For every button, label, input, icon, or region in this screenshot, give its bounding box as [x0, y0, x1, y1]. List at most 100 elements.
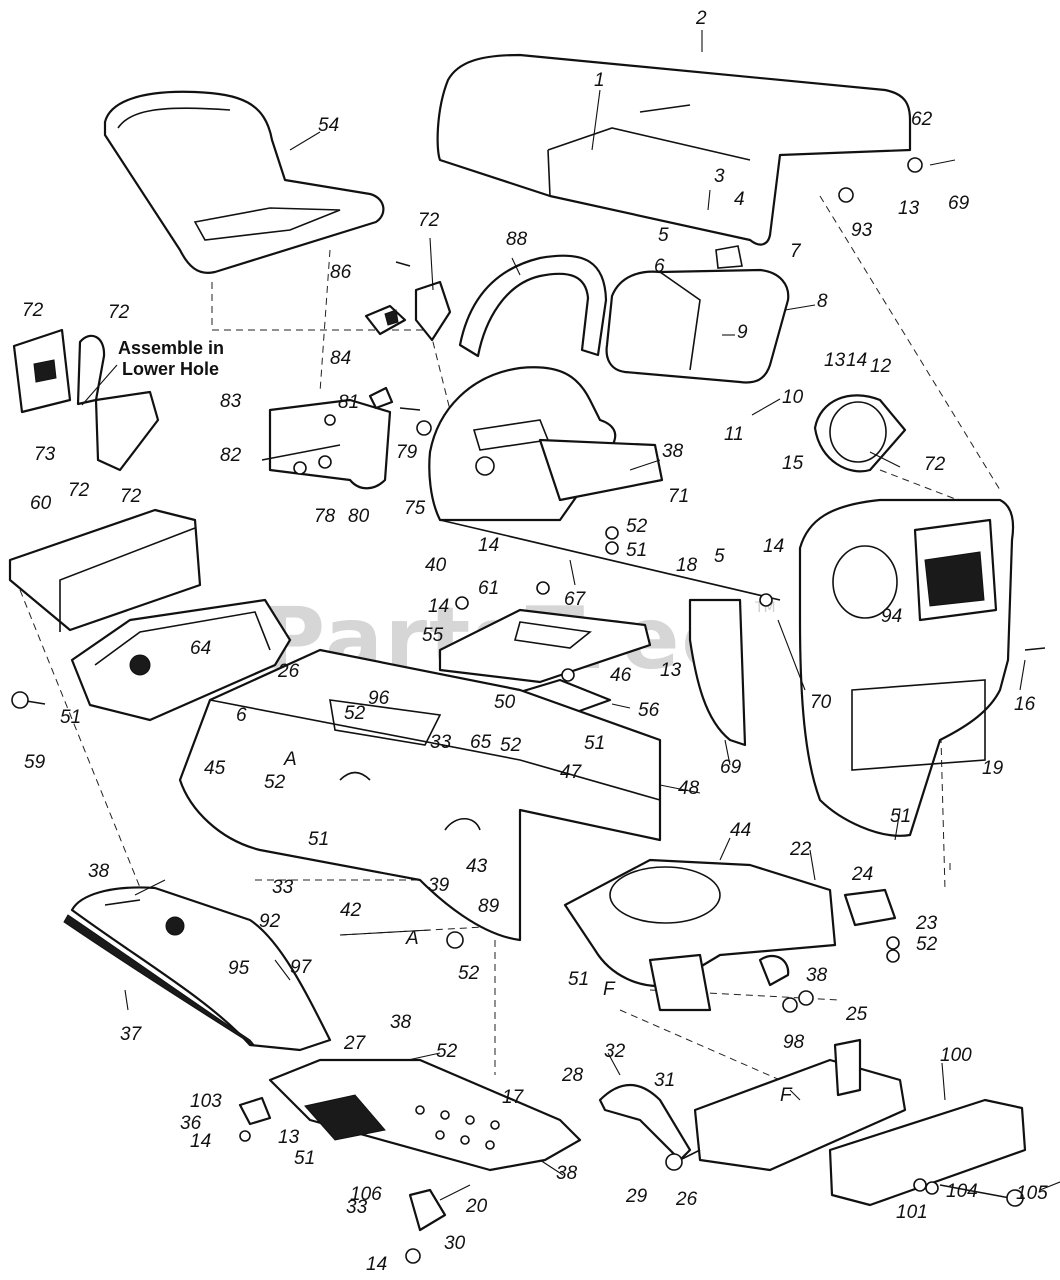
part-label: 27: [343, 1033, 367, 1054]
part-label: 62: [911, 109, 933, 130]
part-label: 30: [444, 1233, 466, 1254]
part-label: 38: [662, 441, 684, 462]
steering-console: [428, 254, 664, 522]
assembly-note-line-2: Lower Hole: [122, 359, 219, 379]
part-label: 38: [556, 1163, 578, 1184]
part-label: 106: [350, 1184, 382, 1205]
part-label: 5: [714, 546, 725, 567]
part-label: 61: [478, 578, 499, 599]
part-label: 19: [982, 758, 1004, 779]
hardware: [11, 157, 1046, 1264]
part-label: 81: [338, 392, 359, 413]
part-label: 17: [502, 1087, 525, 1108]
part-label: 6: [236, 705, 247, 726]
part-label: 45: [204, 758, 226, 779]
part-label: 48: [678, 778, 700, 799]
part-label: 51: [584, 733, 605, 754]
part-label: 69: [720, 757, 742, 778]
center-plates: [438, 608, 652, 720]
part-label: 22: [789, 839, 812, 860]
callout-labels: 2 1 54 62 69 13 93 3 4 5 6 7 8 9 72 86 8…: [22, 8, 1048, 1275]
part-label: 10: [782, 387, 804, 408]
part-label: 13: [278, 1127, 300, 1148]
part-label: 8: [817, 291, 828, 312]
part-label: 37: [120, 1024, 143, 1045]
part-label: 42: [340, 900, 362, 921]
part-label: 9: [737, 322, 748, 343]
part-label: 15: [782, 453, 804, 474]
part-label: 103: [190, 1091, 222, 1112]
part-label: 51: [308, 829, 329, 850]
part-label: 51: [568, 969, 589, 990]
part-label: 3: [714, 166, 725, 187]
part-label: 52: [264, 772, 286, 793]
part-label: 72: [120, 486, 142, 507]
part-label: A: [405, 928, 419, 949]
assembly-note-line-1: Assemble in: [118, 338, 224, 358]
part-label: 6: [654, 256, 665, 277]
part-label: 96: [368, 688, 390, 709]
part-label: 7: [790, 241, 802, 262]
part-label: 69: [948, 193, 970, 214]
part-label: 25: [845, 1004, 868, 1025]
part-label: 100: [940, 1045, 972, 1066]
part-label: 56: [638, 700, 660, 721]
part-label: 104: [946, 1181, 978, 1202]
part-label: 72: [418, 210, 440, 231]
part-label: 44: [730, 820, 751, 841]
part-label: 26: [277, 661, 300, 682]
part-label: 14: [366, 1254, 387, 1275]
part-label: 5: [658, 225, 669, 246]
part-label: 52: [458, 963, 480, 984]
part-label: 4: [734, 189, 745, 210]
part-label: 43: [466, 856, 488, 877]
part-label: 79: [396, 442, 418, 463]
part-label: 32: [604, 1041, 626, 1062]
part-label: 1: [594, 70, 605, 91]
part-label: 59: [24, 752, 46, 773]
part-label: 13: [824, 350, 846, 371]
part-label: 52: [344, 703, 366, 724]
part-label: 93: [851, 220, 873, 241]
part-label: 64: [190, 638, 211, 659]
part-label: 11: [724, 424, 744, 445]
part-label: 50: [494, 692, 516, 713]
part-label: 51: [60, 707, 81, 728]
part-label: A: [283, 749, 297, 770]
part-label: 52: [916, 934, 938, 955]
part-label: 72: [108, 302, 130, 323]
part-label: 72: [22, 300, 44, 321]
part-label: 2: [695, 8, 707, 29]
fender: [63, 886, 332, 1052]
part-label: 20: [465, 1196, 488, 1217]
hood: [436, 53, 912, 246]
part-label: 24: [851, 864, 873, 885]
switch-assembly: [364, 261, 452, 342]
part-label: 51: [626, 540, 647, 561]
part-label: F: [603, 979, 616, 1000]
part-label: 33: [346, 1197, 368, 1218]
bracket-23: [843, 888, 897, 927]
floor-plate: [268, 1058, 582, 1172]
part-label: 94: [881, 606, 902, 627]
part-label: 75: [404, 498, 426, 519]
part-label: 54: [318, 115, 339, 136]
part-label: 84: [330, 348, 351, 369]
part-label: 89: [478, 896, 500, 917]
part-label: 86: [330, 262, 352, 283]
part-label: 88: [506, 229, 528, 250]
part-label: 14: [478, 535, 499, 556]
part-label: 18: [676, 555, 698, 576]
part-label: 67: [564, 589, 587, 610]
seat-bracket: [261, 398, 432, 490]
part-label: 95: [228, 958, 250, 979]
part-label: 73: [34, 444, 56, 465]
part-label: 47: [560, 762, 583, 783]
part-label: 39: [428, 875, 450, 896]
part-label: 72: [68, 480, 90, 501]
part-label: 82: [220, 445, 242, 466]
part-label: 33: [430, 732, 452, 753]
part-label: 14: [846, 350, 867, 371]
part-label: 46: [610, 665, 632, 686]
